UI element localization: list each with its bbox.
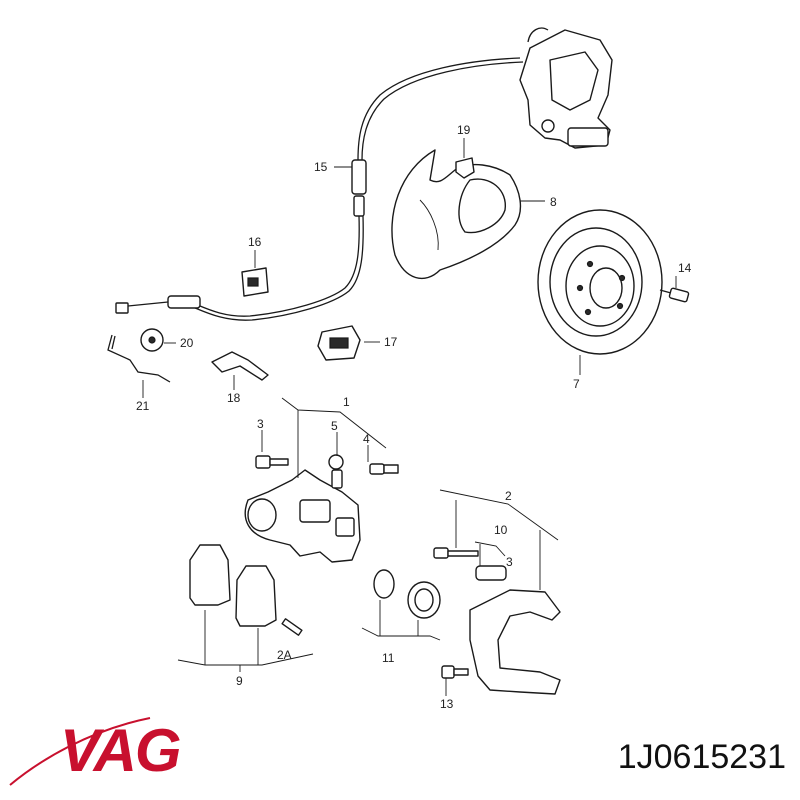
callout-1: 1 xyxy=(343,395,350,409)
callout-7: 7 xyxy=(573,377,580,391)
retaining-clip xyxy=(455,157,475,179)
brand-logo: VAG xyxy=(60,717,182,784)
callout-3-lower: 3 xyxy=(506,555,513,569)
bleeder-valve xyxy=(328,454,344,489)
cable-clamp xyxy=(317,325,361,361)
callout-14: 14 xyxy=(678,261,692,275)
retaining-spring xyxy=(107,334,171,383)
part-number: 1J0615231 xyxy=(617,738,786,776)
mounted-caliper-assembly xyxy=(519,27,613,149)
callout-9: 9 xyxy=(236,674,243,688)
callout-13: 13 xyxy=(440,697,454,711)
callout-8: 8 xyxy=(550,195,557,209)
callout-20: 20 xyxy=(180,336,194,350)
guide-bolt xyxy=(255,455,289,469)
pad-spring xyxy=(281,618,303,636)
brake-disc xyxy=(537,209,663,355)
callout-leaders xyxy=(142,138,677,696)
callout-21: 21 xyxy=(136,399,150,413)
callout-17: 17 xyxy=(384,335,398,349)
guide-pin xyxy=(369,463,399,475)
callout-11: 11 xyxy=(382,651,395,665)
callout-15: 15 xyxy=(314,160,328,174)
brake-dust-shield xyxy=(391,149,522,280)
callout-18: 18 xyxy=(227,391,241,405)
callout-2: 2 xyxy=(505,489,512,503)
brake-pad-set xyxy=(189,544,277,627)
brake-caliper xyxy=(244,469,361,563)
wear-sensor xyxy=(140,328,164,352)
callout-16: 16 xyxy=(248,235,262,249)
carrier-bolt xyxy=(441,665,469,679)
callout-5: 5 xyxy=(331,419,338,433)
callout-3-upper: 3 xyxy=(257,417,264,431)
handbrake-cable xyxy=(115,57,524,321)
repair-kit xyxy=(373,569,441,619)
callout-labels: 15 19 8 16 14 17 20 21 18 7 1 3 5 4 2 10… xyxy=(136,123,692,711)
caliper-carrier xyxy=(469,589,561,695)
brand-swoosh xyxy=(9,717,151,786)
bolt-set xyxy=(433,547,507,581)
callout-19: 19 xyxy=(457,123,471,137)
spring-clip xyxy=(211,351,269,381)
cable-bracket xyxy=(241,267,269,297)
callout-4: 4 xyxy=(363,432,370,446)
disc-screw xyxy=(659,287,690,303)
callout-10: 10 xyxy=(494,523,508,537)
callout-2a: 2A xyxy=(277,648,292,662)
